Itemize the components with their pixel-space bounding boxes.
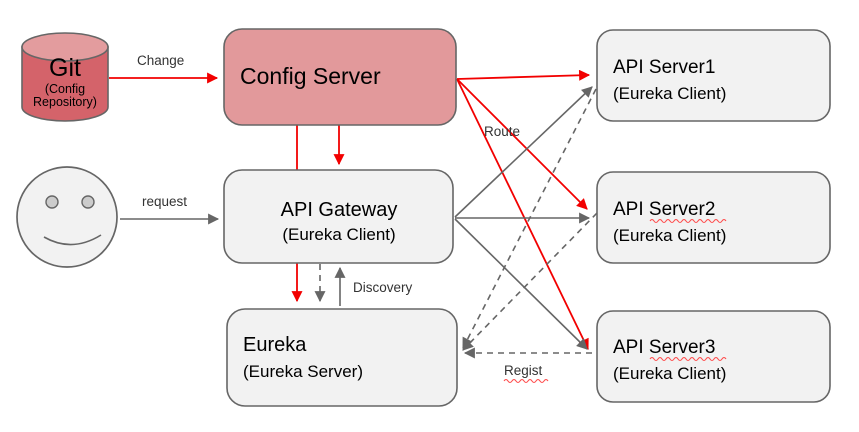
git-node: Git (Config Repository) — [21, 32, 109, 122]
api-server1-node: API Server1 (Eureka Client) — [596, 29, 831, 122]
api-gateway-subtitle: (Eureka Client) — [282, 225, 395, 244]
api-server2-subtitle: (Eureka Client) — [613, 226, 726, 245]
gateway-to-server1-arrow — [454, 86, 593, 218]
config-server-title: Config Server — [240, 63, 381, 89]
api-server2-box — [596, 171, 831, 264]
eureka-box — [226, 308, 458, 407]
api-server1-box — [596, 29, 831, 122]
git-title: Git — [49, 54, 81, 82]
git-subtitle-line2: Repository) — [33, 95, 97, 109]
git-cylinder-top — [21, 32, 109, 62]
gateway-to-server3-arrow — [454, 218, 588, 350]
api-server3-node: API Server3 (Eureka Client) — [596, 310, 831, 403]
api-server1-title: API Server1 — [613, 57, 715, 78]
git-subtitle-line1: (Config — [45, 82, 85, 96]
eureka-node: Eureka (Eureka Server) — [226, 308, 458, 407]
config-server-node: Config Server — [223, 28, 457, 126]
user-smiley — [16, 166, 118, 268]
api-server3-title: API Server3 — [613, 337, 715, 358]
api-gateway-node: API Gateway (Eureka Client) — [223, 169, 454, 264]
request-label: request — [142, 194, 187, 209]
api-server3-box — [596, 310, 831, 403]
config-server-box — [223, 28, 457, 126]
spellcheck-squiggle-regist — [503, 378, 549, 384]
change-label: Change — [137, 53, 184, 68]
smiley-left-eye — [45, 195, 59, 209]
api-server2-title: API Server2 — [613, 199, 715, 220]
config-to-server2-arrow — [456, 78, 588, 210]
smiley-mouth — [43, 234, 102, 246]
eureka-subtitle: (Eureka Server) — [243, 362, 363, 381]
spellcheck-squiggle-server2 — [649, 218, 727, 224]
server1-regist-dashed-arrow — [462, 88, 597, 349]
server2-regist-dashed-arrow — [462, 212, 598, 351]
git-cylinder-body — [21, 46, 109, 122]
smiley-face — [16, 166, 118, 268]
api-gateway-title: API Gateway — [281, 199, 398, 221]
api-server2-node: API Server2 (Eureka Client) — [596, 171, 831, 264]
api-server1-subtitle: (Eureka Client) — [613, 84, 726, 103]
regist-label: Regist — [504, 363, 543, 378]
api-server3-subtitle: (Eureka Client) — [613, 364, 726, 383]
smiley-right-eye — [81, 195, 95, 209]
eureka-title: Eureka — [243, 334, 307, 356]
api-gateway-box — [223, 169, 454, 264]
spellcheck-squiggle-server3 — [649, 356, 727, 362]
config-to-server1-arrow — [456, 69, 591, 81]
discovery-label: Discovery — [353, 280, 413, 295]
config-to-server3-arrow — [456, 78, 589, 350]
route-label: Route — [484, 124, 520, 139]
